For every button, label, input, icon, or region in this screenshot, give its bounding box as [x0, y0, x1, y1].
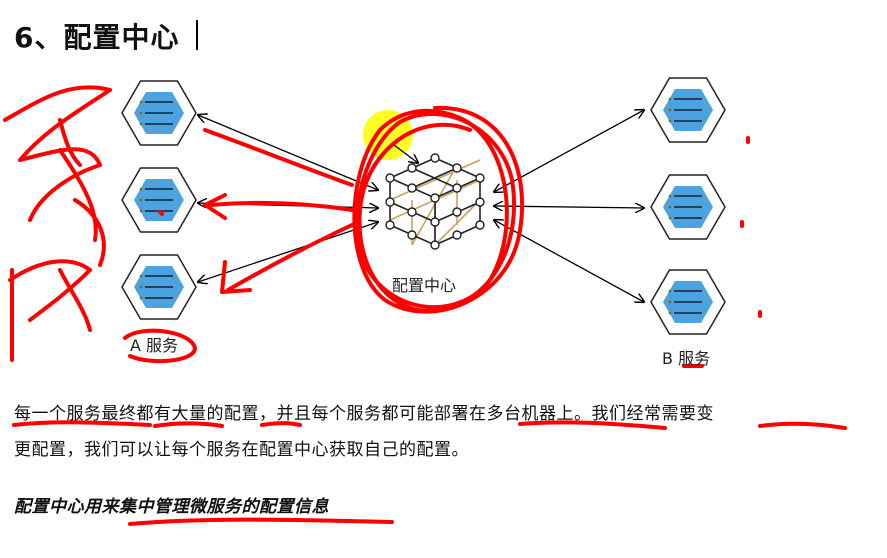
service-b-node-3	[650, 269, 726, 335]
red-arrow-2	[203, 193, 354, 220]
text-cursor	[196, 20, 198, 50]
description-paragraph: 每一个服务最终都有大量的配置，并且每个服务都可能部署在多台机器上。我们经常需要变…	[14, 396, 874, 468]
paragraph-line-1: 每一个服务最终都有大量的配置，并且每个服务都可能部署在多台机器上。我们经常需要变	[14, 404, 714, 424]
config-center-cube-icon	[385, 153, 485, 250]
scribble-left-2	[58, 148, 106, 267]
circle-a-service	[123, 328, 197, 364]
scribble-circles	[352, 105, 525, 314]
red-arrow-1	[203, 128, 354, 187]
scribble-left-3	[8, 259, 92, 362]
summary-note: 配置中心用来集中管理微服务的配置信息	[14, 497, 329, 517]
underline-line1-e	[758, 421, 847, 430]
service-b-node-1	[650, 77, 726, 143]
underline-note	[128, 517, 394, 526]
red-arrow-3	[220, 223, 354, 294]
page-heading: 6、配置中心	[14, 21, 180, 54]
underline-line1-c	[260, 421, 302, 427]
underline-line1-b	[153, 421, 224, 428]
service-a-node-2	[121, 167, 197, 233]
dot-1	[158, 210, 164, 216]
center-label: 配置中心	[392, 276, 457, 295]
scribble-left-1	[3, 85, 112, 222]
red-annotations	[3, 85, 847, 526]
underline-line1-a	[12, 420, 152, 427]
scribble-left-4	[58, 118, 82, 167]
service-a-label: A 服务	[130, 336, 179, 355]
service-b-node-2	[650, 174, 726, 240]
service-a-node-1	[121, 80, 197, 146]
service-b-label: B 服务	[662, 349, 711, 368]
service-a-node-3	[121, 254, 197, 320]
underline-line1-d	[518, 420, 667, 430]
paragraph-line-2: 更配置，我们可以让每个服务在配置中心获取自己的配置。	[14, 440, 469, 460]
